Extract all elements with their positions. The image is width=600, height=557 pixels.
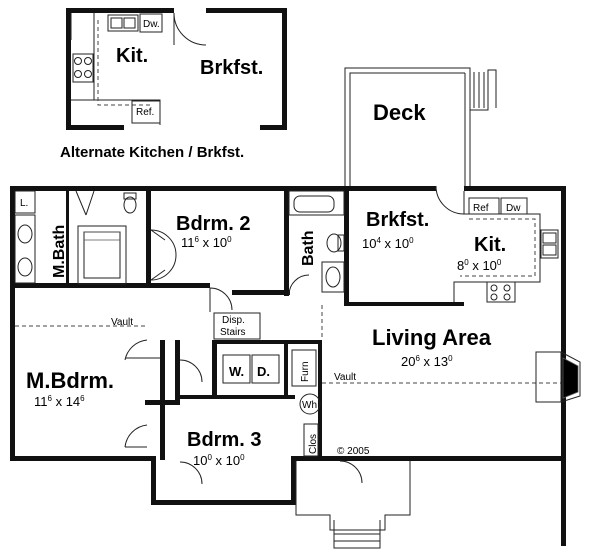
linen-label: L. — [20, 198, 28, 209]
master-bath: L. M.Bath — [14, 190, 137, 285]
alternate-kitchen-inset: Dw. Ref. Kit. Brkfst. — [66, 8, 287, 130]
mbath-label: M.Bath — [51, 225, 68, 278]
kit-label: Kit. — [474, 234, 506, 256]
washer-label: W. — [229, 364, 244, 379]
breakfast-kitchen: Ref Dw Brkfst. 104 x 100 Kit. 80 x 100 — [362, 185, 559, 303]
alt-dw-label: Dw. — [143, 19, 160, 30]
vault-label-mbdrm: Vault — [111, 317, 133, 328]
interior-walls — [10, 186, 464, 460]
dw-label: Dw — [506, 203, 521, 214]
kit-dims: 80 x 100 — [457, 258, 502, 273]
stairs-label: Stairs — [220, 327, 246, 338]
clos-label: Clos — [308, 434, 319, 454]
ref-label: Ref — [473, 203, 489, 214]
vault-label-living: Vault — [334, 372, 356, 383]
bdrm2-dims: 116 x 100 — [181, 235, 232, 250]
disp-label: Disp. — [222, 315, 245, 326]
living-area: Living Area 206 x 130 Vault © 2005 — [321, 305, 581, 457]
living-label: Living Area — [372, 325, 492, 350]
alt-brkfst-label: Brkfst. — [200, 57, 263, 79]
master-bedroom: Vault M.Bdrm. 116 x 146 — [15, 317, 203, 485]
bdrm2-label: Bdrm. 2 — [176, 213, 250, 235]
brkfst-dims: 104 x 100 — [362, 236, 414, 251]
bdrm3-dims: 100 x 100 — [193, 453, 245, 468]
alt-ref-label: Ref. — [136, 107, 154, 118]
front-porch — [295, 460, 411, 549]
deck: Deck — [344, 67, 497, 186]
bath-label: Bath — [300, 230, 317, 266]
furn-label: Furn — [300, 361, 311, 382]
inset-caption: Alternate Kitchen / Brkfst. — [60, 144, 244, 161]
utility: Disp. Stairs W. D. Furn Wh Clos — [213, 312, 321, 457]
living-dims: 206 x 130 — [401, 354, 453, 369]
hall-bath: Bath — [288, 190, 345, 296]
bedroom-2: Bdrm. 2 116 x 100 — [150, 213, 250, 312]
copyright: © 2005 — [337, 446, 370, 457]
brkfst-label: Brkfst. — [366, 209, 429, 231]
mbdrm-dims: 116 x 146 — [34, 394, 85, 409]
deck-label: Deck — [373, 100, 426, 125]
wh-label: Wh — [302, 400, 317, 411]
bdrm3-label: Bdrm. 3 — [187, 429, 261, 451]
alt-kit-label: Kit. — [116, 45, 148, 67]
mbdrm-label: M.Bdrm. — [26, 368, 114, 393]
dryer-label: D. — [257, 364, 270, 379]
bedroom-3: Bdrm. 3 100 x 100 — [187, 429, 261, 468]
